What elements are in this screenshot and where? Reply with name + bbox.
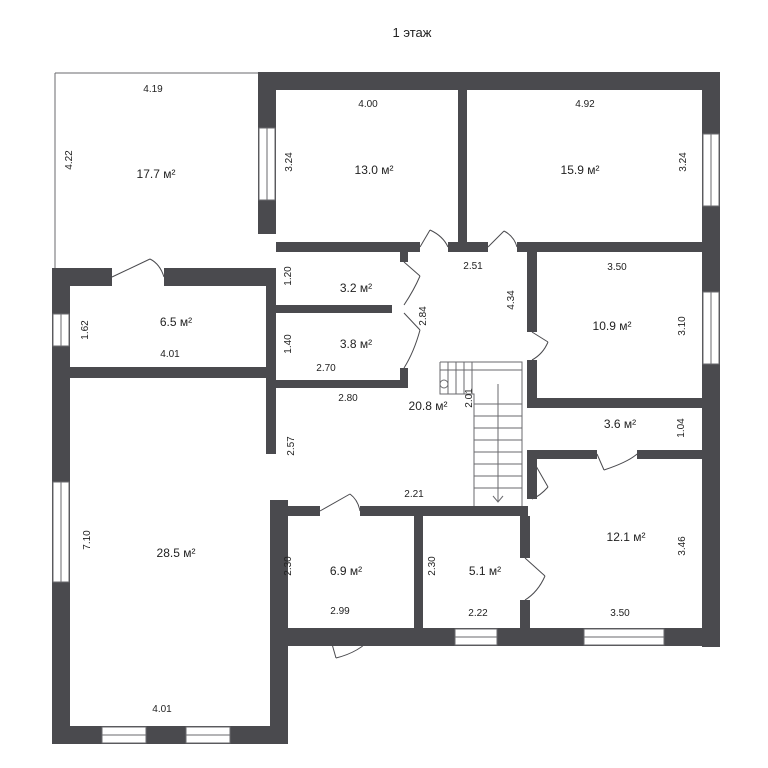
room-dimension: 7.10 bbox=[82, 530, 93, 550]
room-dimension: 2.22 bbox=[468, 608, 488, 619]
room-area: 17.7 м² bbox=[137, 167, 176, 181]
room-dimension: 2.80 bbox=[338, 393, 358, 404]
room-area: 3.2 м² bbox=[340, 281, 372, 295]
room-dimension: 3.24 bbox=[678, 152, 689, 172]
interior-walls bbox=[70, 90, 702, 628]
room-area: 3.6 м² bbox=[604, 417, 636, 431]
room-dimension: 3.46 bbox=[677, 536, 688, 556]
room-area: 28.5 м² bbox=[157, 546, 196, 560]
room-labels: 17.7 м² 4.19 4.22 13.0 м² 4.00 3.24 15.9… bbox=[64, 84, 689, 715]
room-area: 3.8 м² bbox=[340, 337, 372, 351]
room-dimension: 2.84 bbox=[418, 306, 429, 326]
room-dimension: 2.70 bbox=[316, 363, 336, 374]
room-area: 20.8 м² bbox=[409, 399, 448, 413]
room-dimension: 2.01 bbox=[464, 388, 475, 408]
doors bbox=[111, 229, 638, 659]
room-dimension: 1.40 bbox=[283, 334, 294, 354]
room-dimension: 1.04 bbox=[676, 418, 687, 438]
terrace-outline bbox=[54, 72, 258, 270]
room-dimension: 2.99 bbox=[330, 606, 350, 617]
room-area: 5.1 м² bbox=[469, 564, 501, 578]
room-area: 15.9 м² bbox=[561, 163, 600, 177]
room-area: 10.9 м² bbox=[593, 319, 632, 333]
staircase bbox=[439, 361, 523, 506]
room-dimension: 2.30 bbox=[283, 556, 294, 576]
room-dimension: 1.62 bbox=[80, 320, 91, 340]
windows bbox=[52, 127, 720, 744]
room-dimension: 3.24 bbox=[284, 152, 295, 172]
room-dimension: 2.30 bbox=[427, 556, 438, 576]
floor-title: 1 этаж bbox=[393, 25, 432, 40]
room-dimension: 4.34 bbox=[506, 290, 517, 310]
room-dimension: 2.21 bbox=[404, 489, 424, 500]
room-dimension: 1.20 bbox=[283, 266, 294, 286]
room-dimension: 4.01 bbox=[152, 704, 172, 715]
room-dimension: 2.57 bbox=[286, 436, 297, 456]
room-area: 6.9 м² bbox=[330, 564, 362, 578]
room-dimension: 4.00 bbox=[358, 99, 378, 110]
room-dimension: 3.50 bbox=[607, 262, 627, 273]
room-dimension: 4.92 bbox=[575, 99, 595, 110]
room-dimension: 2.51 bbox=[463, 261, 483, 272]
room-dimension: 4.19 bbox=[143, 84, 163, 95]
room-dimension: 3.50 bbox=[610, 608, 630, 619]
room-dimension: 3.10 bbox=[677, 316, 688, 336]
room-area: 6.5 м² bbox=[160, 315, 192, 329]
room-dimension: 4.22 bbox=[64, 150, 75, 170]
room-dimension: 4.01 bbox=[160, 349, 180, 360]
room-area: 13.0 м² bbox=[355, 163, 394, 177]
room-area: 12.1 м² bbox=[607, 530, 646, 544]
